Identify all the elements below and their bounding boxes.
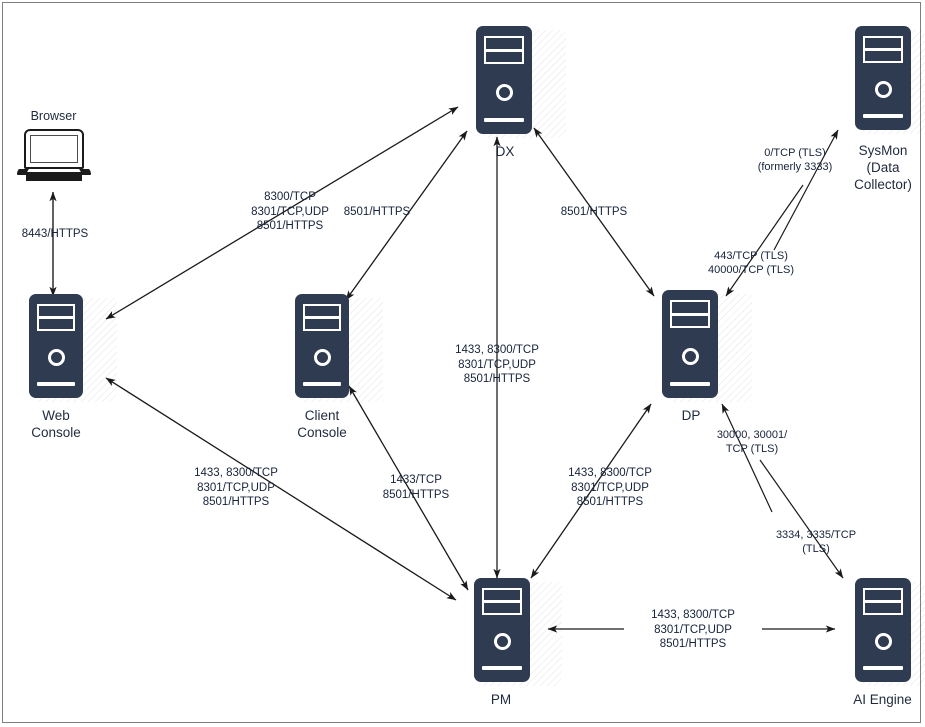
edge-client-console-dx xyxy=(345,130,468,301)
edge-label-dp-ai-engine: 3334, 3335/TCP (TLS) xyxy=(775,529,857,555)
node-dx[interactable]: DX xyxy=(462,26,570,160)
server-bay-divider xyxy=(482,600,522,603)
server-icon xyxy=(662,290,718,398)
edge-ai-engine-dp xyxy=(721,403,773,513)
edge-label-web-console-dx: 8300/TCP 8301/TCP,UDP 8501/HTTPS xyxy=(251,191,329,232)
edge-sysmon-dp xyxy=(725,184,804,297)
edge-label-dx-dp: 8501/HTTPS xyxy=(560,206,628,218)
edge-label-dp-pm: 1433, 8300/TCP 8301/TCP,UDP 8501/HTTPS xyxy=(568,467,652,508)
server-foot-bar xyxy=(863,666,903,670)
server-foot-bar xyxy=(37,382,75,386)
edge-label-browser-web-console: 8443/HTTPS xyxy=(21,228,89,240)
edge-dx-dp xyxy=(533,127,655,297)
laptop-screen xyxy=(29,135,78,163)
laptop-base xyxy=(16,172,91,175)
server-icon xyxy=(295,294,349,398)
server-bay-divider xyxy=(863,600,903,603)
server-power-knob xyxy=(48,349,65,366)
edge-label-dx-pm: 1433, 8300/TCP 8301/TCP,UDP 8501/HTTPS xyxy=(455,344,539,385)
edge-label-sysmon-dp: 443/TCP (TLS) 40000/TCP (TLS) xyxy=(707,250,794,276)
laptop-body-right xyxy=(78,169,91,172)
server-bay-divider xyxy=(303,316,341,319)
client-console-icon-wrap xyxy=(283,294,383,402)
server-power-knob xyxy=(875,633,892,650)
server-power-knob xyxy=(494,633,511,650)
edge-dp-ai-engine xyxy=(759,459,844,579)
node-web-console-label: Web Console xyxy=(31,408,81,440)
sysmon-icon-wrap xyxy=(847,26,925,134)
server-foot-bar xyxy=(484,118,524,122)
edge-dp-sysmon xyxy=(773,129,839,251)
server-power-knob xyxy=(496,84,513,101)
node-ai-engine-label: AI Engine xyxy=(853,692,912,707)
server-power-knob xyxy=(875,81,892,98)
ai-engine-icon-wrap xyxy=(847,578,925,686)
laptop-icon-wrap xyxy=(16,129,91,187)
server-bay-divider xyxy=(484,49,524,52)
web-console-icon-wrap xyxy=(17,294,117,402)
server-icon xyxy=(476,26,532,134)
server-bay-divider xyxy=(863,48,903,51)
dp-icon-wrap xyxy=(652,290,752,402)
server-bay-divider xyxy=(670,313,710,316)
laptop-body-left xyxy=(16,169,29,172)
server-foot-bar xyxy=(303,382,341,386)
node-ai-engine[interactable]: AI Engine xyxy=(838,578,925,708)
edge-label-client-console-dx: 8501/HTTPS xyxy=(343,206,411,218)
server-foot-bar xyxy=(863,114,903,118)
node-client-console[interactable]: Client Console xyxy=(279,294,387,441)
server-bay-divider xyxy=(37,316,75,319)
edge-label-dp-sysmon: 0/TCP (TLS) (formerly 3333) xyxy=(757,147,833,173)
node-dx-label: DX xyxy=(495,144,515,159)
server-power-knob xyxy=(314,349,331,366)
server-foot-bar xyxy=(670,382,710,386)
node-dp[interactable]: DP xyxy=(648,290,756,424)
node-sysmon-label: SysMon (Data Collector) xyxy=(854,143,912,192)
edge-label-web-console-pm: 1433, 8300/TCP 8301/TCP,UDP 8501/HTTPS xyxy=(194,467,278,508)
server-icon xyxy=(29,294,83,398)
edge-label-client-console-pm: 1433/TCP 8501/HTTPS xyxy=(382,474,450,501)
node-pm-label: PM xyxy=(490,692,512,707)
laptop-keyboard xyxy=(25,175,82,181)
server-icon xyxy=(855,578,911,682)
dx-icon-wrap xyxy=(466,26,566,138)
edge-label-pm-ai-engine: 1433, 8300/TCP 8301/TCP,UDP 8501/HTTPS xyxy=(624,608,762,652)
node-client-console-label: Client Console xyxy=(297,408,347,440)
edge-label-ai-engine-dp: 30000, 30001/ TCP (TLS) xyxy=(716,429,788,455)
server-power-knob xyxy=(682,348,699,365)
laptop-icon xyxy=(16,129,91,187)
server-icon xyxy=(855,26,911,130)
edge-dp-pm xyxy=(530,403,652,579)
node-pm[interactable]: PM xyxy=(458,578,566,708)
pm-icon-wrap xyxy=(462,578,562,686)
node-browser[interactable]: Browser xyxy=(11,108,96,187)
server-foot-bar xyxy=(482,666,522,670)
node-sysmon[interactable]: SysMon (Data Collector) xyxy=(838,26,925,193)
node-browser-label: Browser xyxy=(30,109,77,123)
node-web-console[interactable]: Web Console xyxy=(13,294,121,441)
server-icon xyxy=(474,578,530,682)
edge-client-console-pm xyxy=(348,385,469,591)
node-dp-label: DP xyxy=(681,408,701,423)
